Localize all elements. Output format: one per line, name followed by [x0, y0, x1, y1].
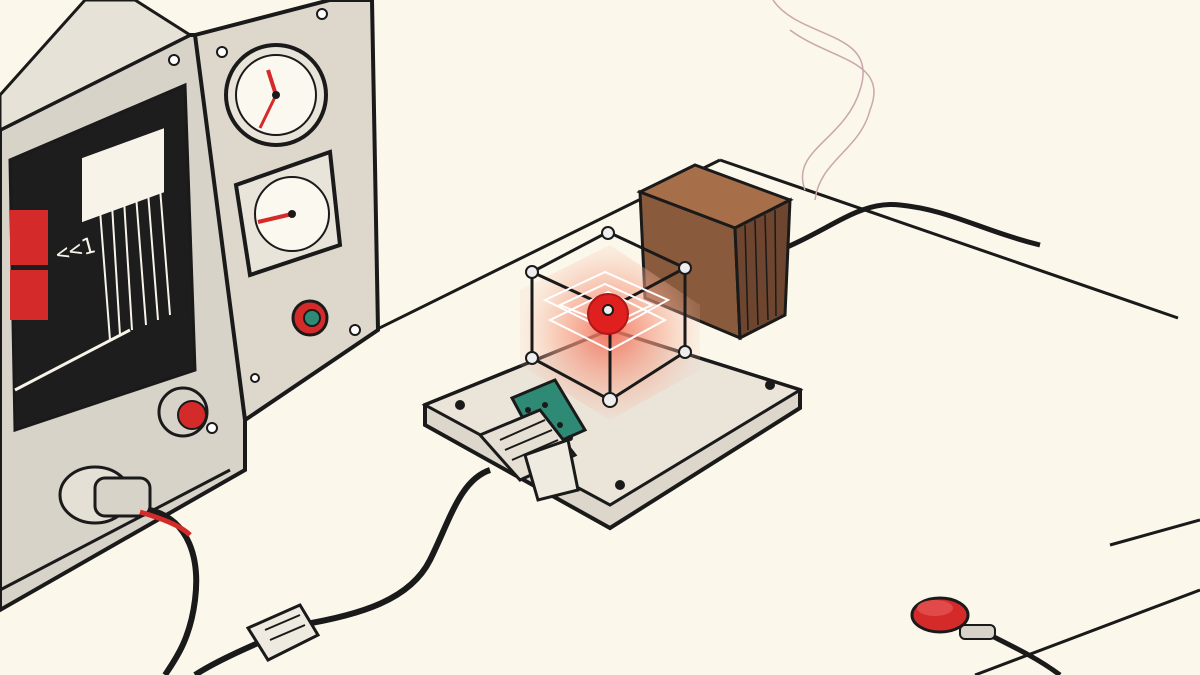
control-machine: <<1 [0, 0, 381, 613]
machine-slot [14, 328, 131, 392]
machine-bottom-edge [0, 468, 231, 592]
circuit-module [477, 378, 588, 502]
lower-gauge [233, 149, 343, 278]
main-cable [299, 467, 492, 628]
upper-gauge [224, 43, 328, 147]
machine-screws [168, 8, 361, 434]
red-push-button[interactable] [157, 386, 209, 438]
connector-clamp [523, 438, 580, 502]
plate-holes [455, 380, 775, 490]
main-cable-lower [193, 637, 267, 675]
red-indicator-lower [10, 270, 48, 320]
smoke-wisps [772, 0, 875, 201]
cube-corner-posts [525, 226, 692, 408]
glowing-cube [520, 226, 700, 420]
indicator-light [291, 299, 329, 337]
output-connector[interactable] [58, 465, 152, 525]
red-indicator-upper [10, 210, 48, 265]
waveform-lines [99, 187, 171, 341]
back-cable [779, 201, 1041, 253]
screen-label-box [82, 128, 164, 223]
inline-plug[interactable] [245, 603, 321, 662]
machine-red-wire [139, 509, 192, 537]
red-probe[interactable] [910, 596, 1062, 675]
machine-top [0, 0, 194, 132]
